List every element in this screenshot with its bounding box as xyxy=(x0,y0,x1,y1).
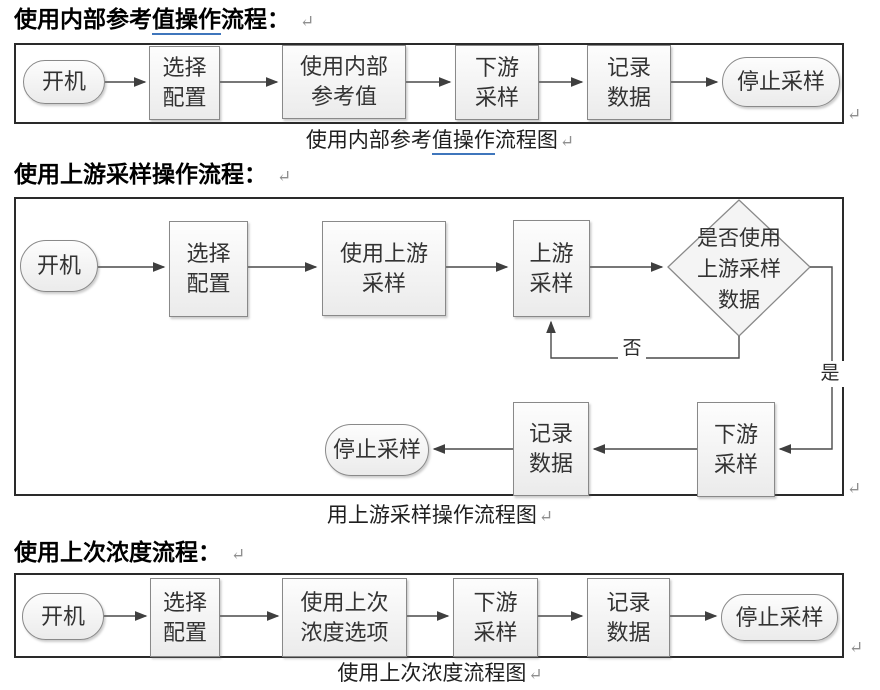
node-label-line: 上游 xyxy=(529,240,574,266)
node-label-line: 是否使用 xyxy=(697,226,781,250)
heading-text: 使用内部参考 xyxy=(14,7,152,32)
node-label-line: 使用上次 xyxy=(300,589,389,615)
start-terminator[interactable]: 开机 xyxy=(23,60,105,104)
node-label-line: 使用上游 xyxy=(339,240,428,266)
end-terminator[interactable]: 停止采样 xyxy=(325,424,429,476)
node-label-line: 参考值 xyxy=(310,84,377,109)
caption-text: 流程图 xyxy=(494,128,558,152)
branch-no-label: 否 xyxy=(618,336,646,362)
flowchart3-canvas[interactable]: 开机 选择 配置 使用上次 浓度选项 下游 采样 记录 数据 停止采样 xyxy=(14,573,844,658)
step-select-config[interactable]: 选择 配置 xyxy=(150,578,220,657)
node-label: 开机 xyxy=(40,603,85,629)
node-label-line: 采样 xyxy=(713,451,758,477)
node-label-line: 下游 xyxy=(713,421,758,447)
step-upstream-sampling[interactable]: 上游 采样 xyxy=(513,220,590,317)
node-label-line: 配置 xyxy=(186,271,231,296)
step-use-upstream-sampling[interactable]: 使用上游 采样 xyxy=(322,221,446,316)
node-label-line: 数据 xyxy=(606,619,651,645)
node-label-line: 选择 xyxy=(162,55,207,80)
heading-underlined-text: 值操作 xyxy=(152,7,221,35)
step-downstream-sampling[interactable]: 下游 采样 xyxy=(455,45,539,120)
section2-heading: 使用上游采样操作流程： ↵ xyxy=(14,161,291,190)
heading-text: 使用上次浓度流程： xyxy=(14,540,221,565)
step-record-data[interactable]: 记录 数据 xyxy=(587,578,670,657)
node-label-line: 采样 xyxy=(361,270,406,296)
flowchart1-caption: 使用内部参考值操作流程图↵ xyxy=(0,128,880,155)
heading-text: 流程： xyxy=(221,7,290,32)
caption-text: 使用内部参考 xyxy=(305,128,432,152)
flowchart3-caption: 使用上次浓度流程图↵ xyxy=(0,661,880,687)
node-label-line: 使用内部 xyxy=(299,54,388,79)
section3-heading: 使用上次浓度流程： ↵ xyxy=(14,539,245,568)
flowchart2-canvas[interactable]: 开机 选择 配置 使用上游 采样 上游 采样 是否使用 上游采样 数据 下游 采… xyxy=(14,197,844,497)
node-label-line: 记录 xyxy=(528,421,573,446)
step-downstream-sampling[interactable]: 下游 采样 xyxy=(453,578,538,657)
start-terminator[interactable]: 开机 xyxy=(22,593,104,640)
node-label-line: 记录 xyxy=(606,589,651,615)
step-internal-reference[interactable]: 使用内部 参考值 xyxy=(282,45,406,119)
end-terminator[interactable]: 停止采样 xyxy=(722,57,840,107)
node-label-line: 选择 xyxy=(162,589,207,615)
paragraph-mark: ↵ xyxy=(277,167,292,186)
node-label-line: 选择 xyxy=(186,241,231,266)
paragraph-mark: ↵ xyxy=(847,479,862,498)
node-label-line: 下游 xyxy=(474,54,519,80)
node-label-line: 上游采样 xyxy=(697,257,781,281)
paragraph-mark: ↵ xyxy=(559,132,575,151)
paragraph-mark: ↵ xyxy=(847,105,862,124)
end-terminator[interactable]: 停止采样 xyxy=(721,594,838,641)
node-label-line: 采样 xyxy=(473,619,518,645)
node-label: 停止采样 xyxy=(735,604,824,630)
flowchart3-connectors xyxy=(104,611,718,621)
node-label: 开机 xyxy=(41,69,86,94)
node-label-line: 配置 xyxy=(162,85,207,110)
node-label-line: 浓度选项 xyxy=(300,619,389,645)
heading-text: 使用上游采样操作流程： xyxy=(14,162,267,187)
node-label: 停止采样 xyxy=(736,69,825,94)
caption-text: 使用上次浓度流程图 xyxy=(337,661,527,685)
flowchart1-connectors xyxy=(105,77,719,87)
node-label-line: 数据 xyxy=(718,288,760,312)
start-terminator[interactable]: 开机 xyxy=(20,240,98,292)
node-label-line: 数据 xyxy=(606,84,651,110)
node-label-line: 采样 xyxy=(529,270,574,296)
paragraph-mark: ↵ xyxy=(538,507,554,526)
branch-yes-label: 是 xyxy=(816,361,844,387)
decision-use-upstream-data[interactable]: 是否使用 上游采样 数据 xyxy=(669,223,809,316)
caption-underlined-text: 值操作 xyxy=(431,128,495,155)
flowchart1-canvas[interactable]: 开机 选择 配置 使用内部 参考值 下游 采样 记录 数据 停止采样 xyxy=(14,43,844,124)
node-label-line: 数据 xyxy=(528,451,573,476)
node-label-line: 记录 xyxy=(606,54,651,80)
node-label: 开机 xyxy=(36,253,81,278)
step-select-config[interactable]: 选择 配置 xyxy=(149,46,220,120)
node-label-line: 配置 xyxy=(162,619,207,645)
caption-text: 用上游采样操作流程图 xyxy=(326,503,537,527)
step-record-data[interactable]: 记录 数据 xyxy=(513,402,589,496)
paragraph-mark: ↵ xyxy=(528,665,543,684)
step-use-last-concentration[interactable]: 使用上次 浓度选项 xyxy=(282,578,407,657)
section1-heading: 使用内部参考值操作流程： ↵ xyxy=(14,6,314,35)
node-label-line: 下游 xyxy=(473,589,518,615)
step-record-data[interactable]: 记录 数据 xyxy=(587,45,671,120)
paragraph-mark: ↵ xyxy=(300,12,315,31)
node-label-line: 采样 xyxy=(474,84,519,110)
step-select-config[interactable]: 选择 配置 xyxy=(169,221,248,317)
paragraph-mark: ↵ xyxy=(231,545,246,564)
node-label: 停止采样 xyxy=(332,437,421,462)
step-downstream-sampling[interactable]: 下游 采样 xyxy=(697,402,775,497)
paragraph-mark: ↵ xyxy=(849,638,864,657)
flowchart2-caption: 用上游采样操作流程图↵ xyxy=(0,503,880,529)
